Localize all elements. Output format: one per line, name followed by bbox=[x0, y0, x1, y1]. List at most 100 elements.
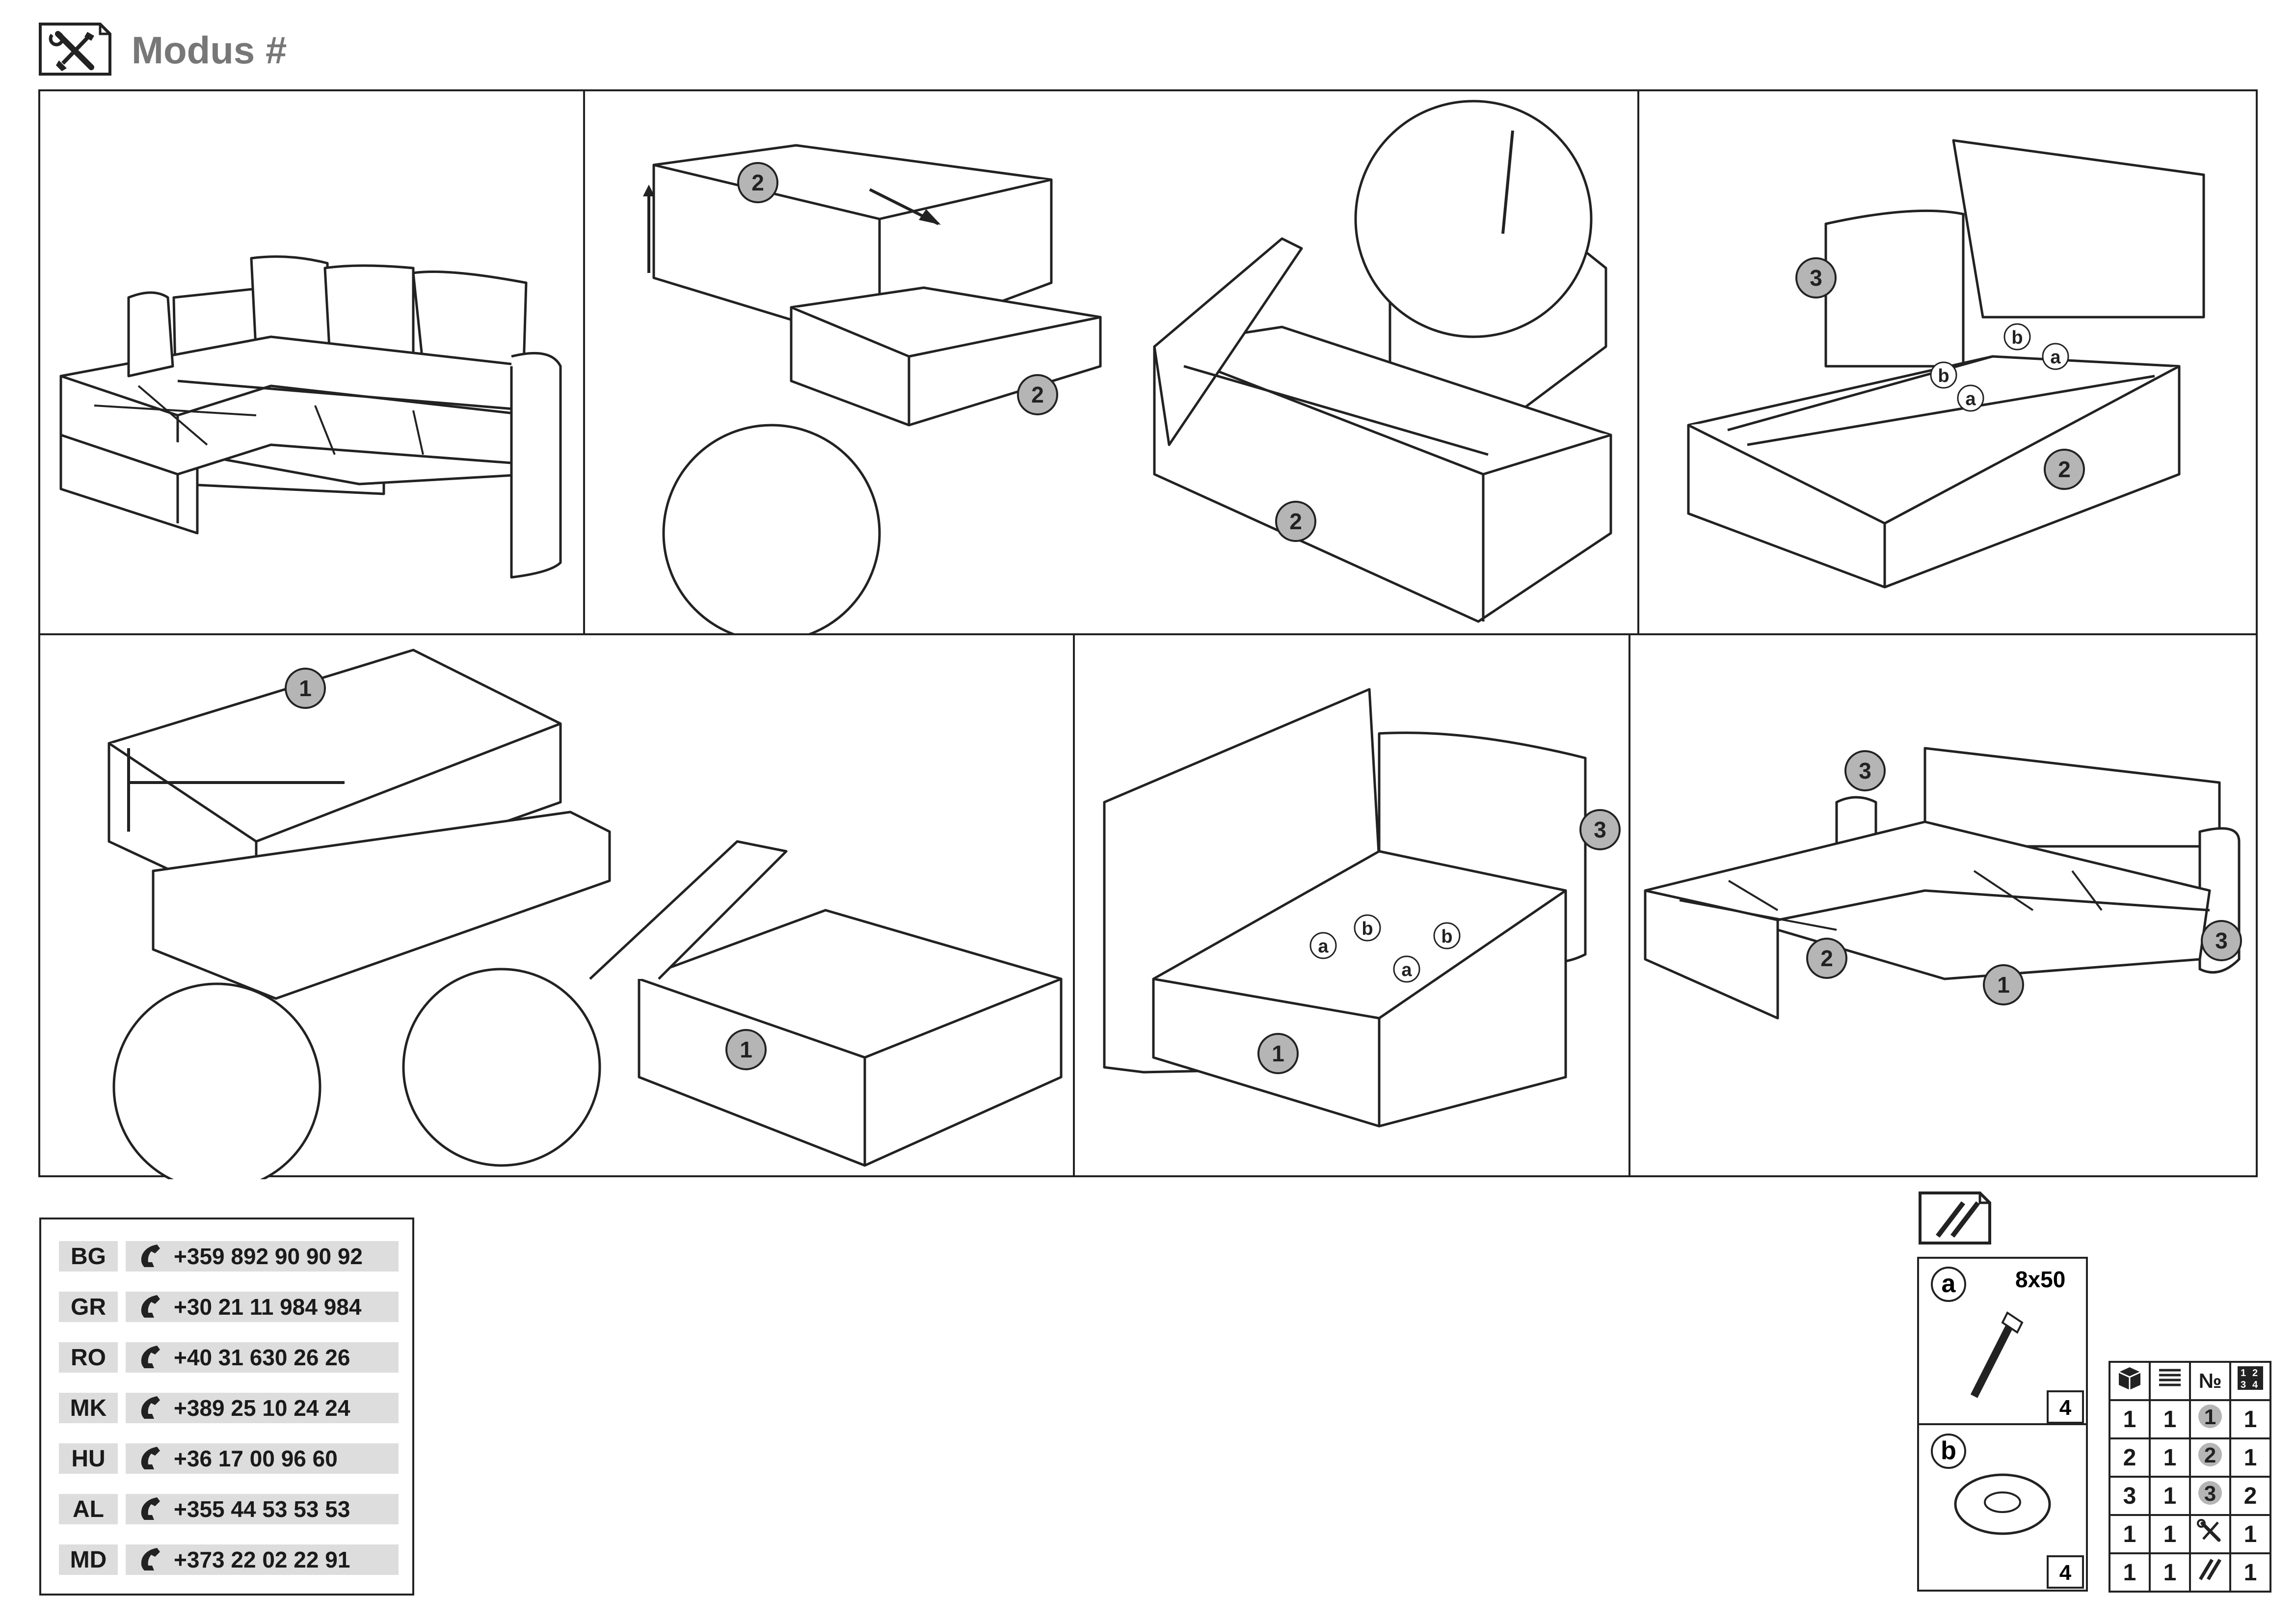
box-number: 2 bbox=[2109, 1437, 2151, 1478]
piece-count: 1 bbox=[2149, 1514, 2191, 1554]
callout-2: 2 bbox=[751, 170, 764, 195]
phone-number: +40 31 630 26 26 bbox=[126, 1342, 399, 1373]
quantity: 1 bbox=[2229, 1437, 2271, 1478]
piece-count: 1 bbox=[2149, 1399, 2191, 1439]
callout-1: 1 bbox=[1272, 1041, 1284, 1066]
hardware-list: a 8x50 4 b 4 bbox=[1917, 1257, 2088, 1592]
svg-text:1: 1 bbox=[2204, 1405, 2216, 1429]
piece-count: 1 bbox=[2149, 1552, 2191, 1593]
phone-text: +359 892 90 90 92 bbox=[174, 1244, 363, 1269]
phone-icon bbox=[141, 1245, 160, 1267]
phone-text: +36 17 00 96 60 bbox=[174, 1446, 338, 1471]
step-panel-3: b a b a 3 2 bbox=[1637, 89, 2258, 635]
phone-text: +373 22 02 22 91 bbox=[174, 1547, 350, 1572]
hw-size: 8x50 bbox=[2015, 1267, 2065, 1292]
phone-number: +389 25 10 24 24 bbox=[126, 1393, 399, 1423]
box-number: 3 bbox=[2109, 1476, 2151, 1516]
hw-qty: 4 bbox=[2059, 1396, 2072, 1420]
phone-number: +355 44 53 53 53 bbox=[126, 1494, 399, 1524]
tools-icon bbox=[2189, 1514, 2231, 1554]
bolt-label: b bbox=[1362, 919, 1373, 939]
contact-row: AL +355 44 53 53 53 bbox=[59, 1494, 399, 1524]
tools-icon bbox=[39, 23, 111, 76]
page-title: Modus # bbox=[132, 28, 287, 72]
bolt-label: a bbox=[1318, 936, 1329, 957]
bolt-label: b bbox=[1441, 926, 1452, 947]
country-code: HU bbox=[59, 1443, 118, 1474]
phone-number: +373 22 02 22 91 bbox=[126, 1544, 399, 1575]
quantity: 1 bbox=[2229, 1399, 2271, 1439]
phone-icon bbox=[141, 1346, 160, 1368]
callout-1: 1 bbox=[1997, 972, 2010, 998]
box-number: 1 bbox=[2109, 1514, 2151, 1554]
contact-row: MD +373 22 02 22 91 bbox=[59, 1544, 399, 1575]
phone-number: +359 892 90 90 92 bbox=[126, 1241, 399, 1272]
callout-1: 1 bbox=[740, 1037, 752, 1062]
country-code: MK bbox=[59, 1393, 118, 1423]
callout-3: 3 bbox=[2215, 928, 2228, 953]
piece-count: 1 bbox=[2149, 1437, 2191, 1478]
callout-2: 2 bbox=[1289, 509, 1302, 534]
phone-number: +36 17 00 96 60 bbox=[126, 1443, 399, 1474]
phone-number: +30 21 11 984 984 bbox=[126, 1292, 399, 1322]
phone-icon bbox=[141, 1295, 160, 1318]
bolt-icon bbox=[1970, 1311, 2024, 1398]
svg-text:1: 1 bbox=[2241, 1368, 2246, 1379]
callout-2: 2 bbox=[1031, 382, 1044, 407]
number-sign: № bbox=[2189, 1361, 2231, 1401]
hardware-icon bbox=[2189, 1552, 2231, 1593]
country-code: BG bbox=[59, 1241, 118, 1272]
callout-2: 2 bbox=[2058, 457, 2071, 482]
phone-text: +40 31 630 26 26 bbox=[174, 1345, 350, 1370]
part-number: 2 bbox=[2189, 1437, 2231, 1478]
contact-row: MK +389 25 10 24 24 bbox=[59, 1393, 399, 1423]
step-panel-4: 1 1 bbox=[38, 633, 1075, 1179]
box-number: 1 bbox=[2109, 1552, 2151, 1593]
contact-row: BG +359 892 90 90 92 bbox=[59, 1241, 399, 1272]
svg-text:3: 3 bbox=[2204, 1482, 2216, 1506]
assembled-sofa-illustration: 3 2 1 3 bbox=[1644, 747, 2242, 1020]
bolt-label: a bbox=[2050, 347, 2061, 368]
storage-box-illustration: 2 2 2 bbox=[643, 100, 1612, 637]
part-number: 1 bbox=[2189, 1399, 2231, 1439]
country-code: AL bbox=[59, 1494, 118, 1524]
phone-icon bbox=[141, 1548, 160, 1570]
bolt-label: b bbox=[2011, 327, 2023, 348]
washer-icon bbox=[1954, 1473, 2051, 1535]
callout-2: 2 bbox=[1820, 946, 1833, 971]
corner-sofa-illustration bbox=[59, 255, 562, 579]
part-number: 3 bbox=[2189, 1476, 2231, 1516]
storage-box-1-illustration: 1 1 bbox=[107, 649, 1063, 1179]
country-code: MD bbox=[59, 1544, 118, 1575]
contact-row: HU +36 17 00 96 60 bbox=[59, 1443, 399, 1474]
svg-text:3: 3 bbox=[2241, 1380, 2246, 1390]
step-panel-5: a b a b 3 1 bbox=[1073, 633, 1630, 1177]
bolt-label: a bbox=[1401, 960, 1412, 980]
box-number: 1 bbox=[2109, 1399, 2151, 1439]
country-code: RO bbox=[59, 1342, 118, 1373]
callout-1: 1 bbox=[299, 676, 312, 701]
quantity: 1 bbox=[2229, 1514, 2271, 1554]
contact-row: RO +40 31 630 26 26 bbox=[59, 1342, 399, 1373]
phone-icon bbox=[141, 1497, 160, 1520]
phone-text: +30 21 11 984 984 bbox=[174, 1294, 362, 1320]
frame-assembly-illustration: b a b a 3 2 bbox=[1687, 139, 2205, 589]
country-code: GR bbox=[59, 1292, 118, 1322]
phone-text: +389 25 10 24 24 bbox=[174, 1395, 350, 1421]
quantity: 1 bbox=[2229, 1552, 2271, 1593]
hardware-icon bbox=[1919, 1191, 1991, 1245]
step-panel-6: 3 2 1 3 bbox=[1629, 633, 2258, 1177]
phone-text: +355 44 53 53 53 bbox=[174, 1496, 350, 1522]
stack-icon bbox=[2149, 1361, 2191, 1401]
box-icon bbox=[2109, 1361, 2151, 1401]
phone-icon bbox=[141, 1447, 160, 1469]
step-panel-1 bbox=[38, 89, 585, 635]
callout-3: 3 bbox=[1594, 817, 1606, 842]
callout-3: 3 bbox=[1810, 265, 1822, 291]
contact-row: GR +30 21 11 984 984 bbox=[59, 1292, 399, 1322]
